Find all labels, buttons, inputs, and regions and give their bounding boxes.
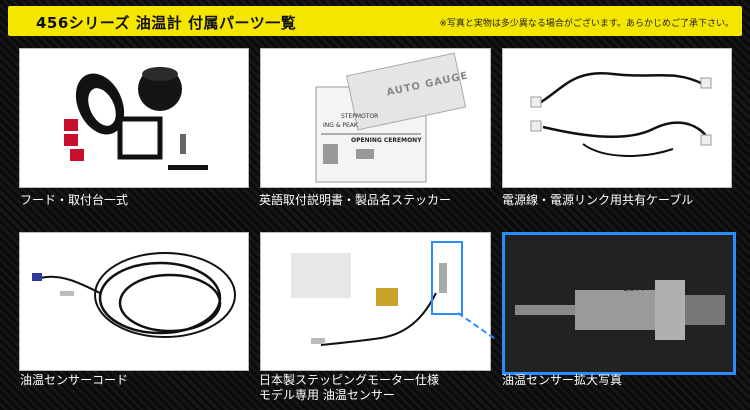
caption-manual-sticker: 英語取付説明書・製品名ステッカー [259, 193, 452, 207]
photo-sensor-cord [19, 232, 249, 371]
manual-sub: ING & PEAK [323, 122, 358, 129]
sensor-highlight-box [431, 241, 463, 315]
caption-oil-temp-sensor-line2: モデル専用 油温センサー [259, 388, 395, 402]
header-bar: 456シリーズ 油温計 付属パーツ一覧 ※写真と実物は多少異なる場合がございます… [8, 6, 742, 36]
photo-hood-mount [19, 48, 249, 188]
caption-sensor-closeup: 油温センサー拡大写真 [502, 373, 623, 387]
manual-heading: OPENING CEREMONY [351, 137, 422, 144]
photo-power-cable [502, 48, 732, 188]
sensor-engraving-line1: JPN [623, 275, 637, 284]
page-title: 456シリーズ 油温計 付属パーツ一覧 [36, 14, 297, 32]
caption-power-cable: 電源線・電源リンク用共有ケーブル [502, 193, 694, 207]
caption-oil-temp-sensor-line1: 日本製ステッピングモーター仕様 [259, 373, 440, 387]
sensor-engraving-line2: 1/8 PT [623, 285, 645, 293]
photo-manual-sticker: STEPMOTOR ING & PEAK OPENING CEREMONY AU… [260, 48, 491, 188]
manual-text: STEPMOTOR [341, 113, 379, 120]
photo-sensor-closeup: JPN 1/8 PT [502, 232, 736, 375]
photo-oil-temp-sensor [260, 232, 491, 371]
caption-sensor-cord: 油温センサーコード [20, 373, 129, 387]
disclaimer-note: ※写真と実物は多少異なる場合がございます。あらかじめご了承下さい。 [439, 19, 734, 29]
caption-hood-mount: フード・取付台一式 [20, 193, 129, 207]
